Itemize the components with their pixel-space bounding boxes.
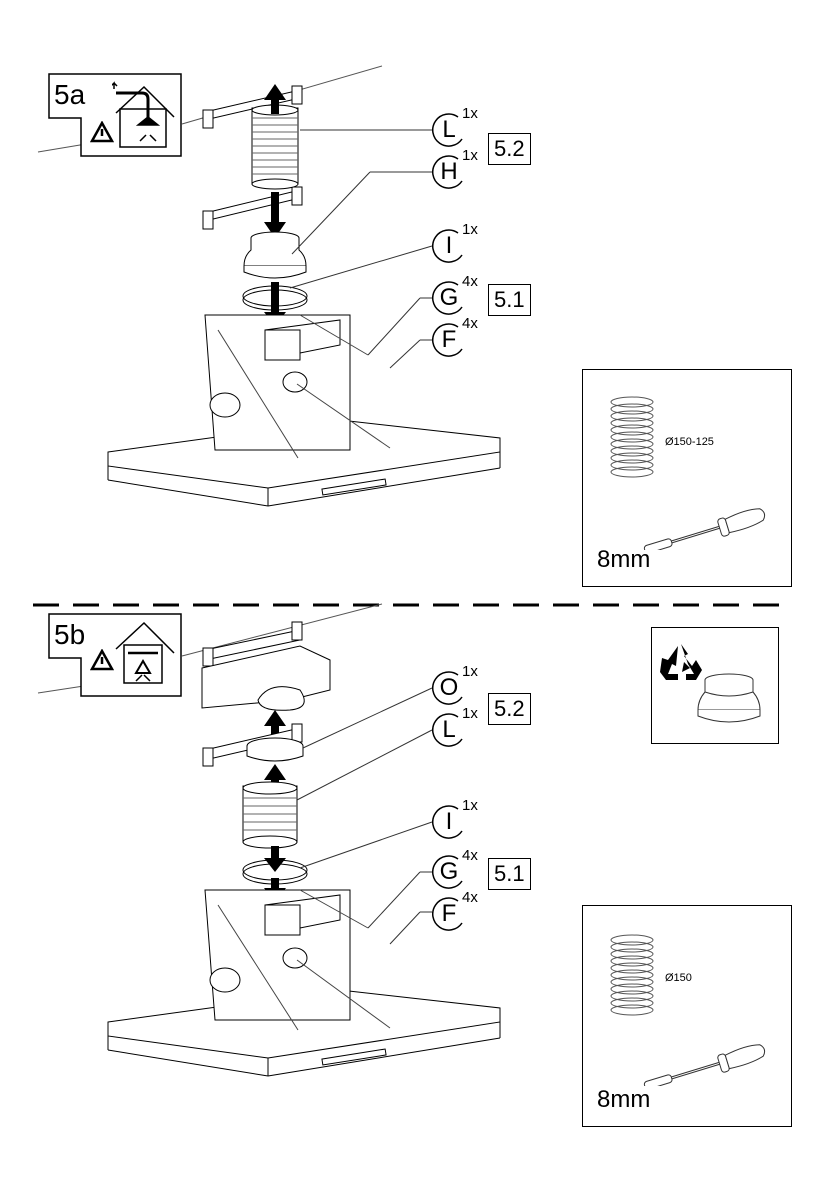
- part-callout-I: I 1x: [432, 221, 478, 263]
- step-number: 5a: [54, 79, 86, 110]
- part-callout-F: F 4x: [432, 315, 478, 357]
- reducer-collar: [243, 231, 307, 279]
- step-tag-5a: 5a: [48, 73, 182, 157]
- hose-diameter: Ø150: [665, 972, 692, 984]
- step-number: 5b: [54, 619, 86, 650]
- flexible-hose: [242, 781, 298, 849]
- part-callout-H: H 1x: [432, 147, 478, 189]
- flexible-hose-icon: [610, 396, 654, 478]
- outlet-connector: [201, 645, 331, 711]
- part-callout-G: G 4x: [432, 273, 478, 315]
- ducted-extraction-icon: [112, 81, 175, 148]
- tool-size: 8mm: [597, 1086, 651, 1113]
- part-callout-I: I 1x: [432, 797, 478, 839]
- warning-triangle-icon: [90, 121, 114, 143]
- recirculation-icon: [115, 621, 175, 684]
- arrow-up-icon: [264, 84, 286, 114]
- step-tag-5b: 5b: [48, 613, 182, 697]
- nut-driver-icon: [643, 1044, 766, 1086]
- reference-box: 5.1: [488, 858, 531, 890]
- part-callout-L: L 1x: [432, 105, 478, 147]
- hood-body: [107, 889, 501, 1077]
- part-callout-G: G 4x: [432, 847, 478, 889]
- part-callout-O: O 1x: [432, 663, 478, 705]
- tools-panel: Ø150 8mm: [582, 905, 792, 1127]
- recycle-icon: [660, 644, 702, 680]
- flexible-hose-icon: [610, 934, 654, 1016]
- reference-box: 5.1: [488, 284, 531, 316]
- warning-triangle-icon: [90, 649, 114, 671]
- tool-size: 8mm: [597, 546, 651, 573]
- reference-box: 5.2: [488, 693, 531, 725]
- recycle-panel: [651, 627, 779, 744]
- tools-panel: Ø150-125 8mm: [582, 369, 792, 587]
- wall-bracket-bottom: [202, 186, 303, 230]
- reducer-collar-icon: [697, 673, 761, 723]
- wall-bracket-top: [202, 621, 303, 667]
- part-callout-F: F 4x: [432, 889, 478, 931]
- hose-diameter: Ø150-125: [665, 436, 714, 448]
- arrow-down-icon: [264, 192, 286, 238]
- part-callout-L: L 1x: [432, 705, 478, 747]
- reference-box: 5.2: [488, 133, 531, 165]
- hood-body: [107, 314, 501, 507]
- flexible-hose: [251, 104, 299, 190]
- nut-driver-icon: [643, 508, 766, 550]
